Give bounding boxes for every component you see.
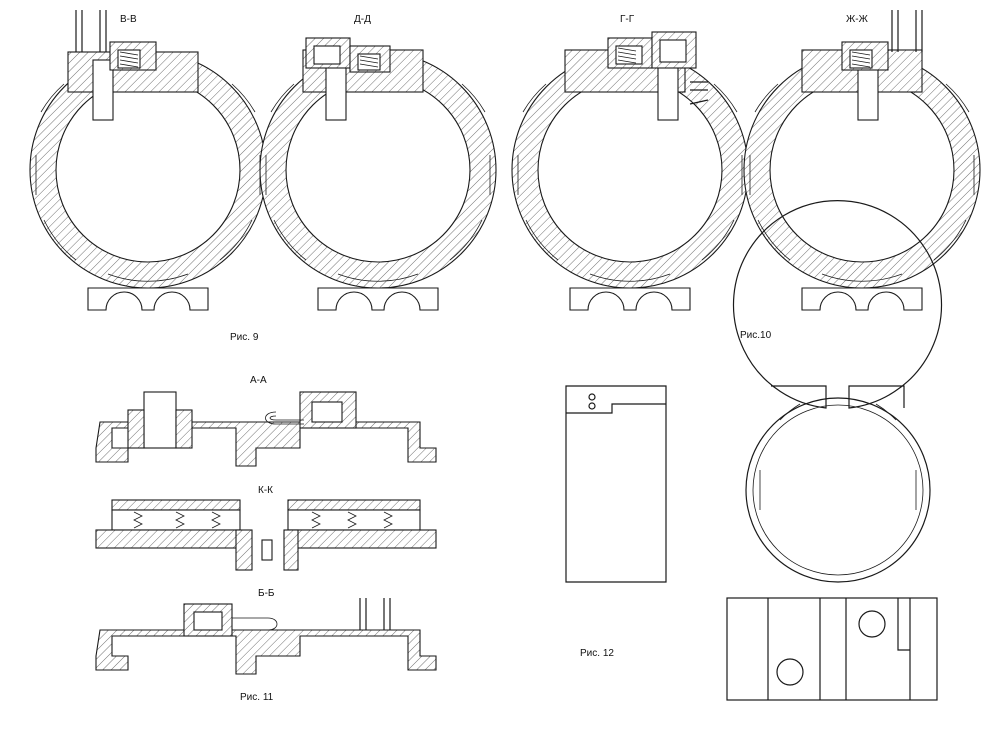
fig11-section-aa: [95, 391, 437, 467]
fig12-ring: [732, 200, 943, 583]
section-label-bb-fig11: Б-Б: [258, 588, 275, 599]
fig9-section-dd: [259, 37, 497, 311]
section-label-bb: В-В: [120, 14, 137, 25]
section-label-gg: Г-Г: [620, 14, 635, 25]
fig12-block: [726, 597, 938, 701]
fig10-section-gg: [511, 31, 749, 311]
caption-fig10: Рис.10: [740, 330, 772, 341]
section-label-zhzh: Ж-Ж: [846, 14, 869, 25]
fig9-section-bb: [29, 10, 267, 311]
section-label-aa: А-А: [250, 375, 267, 386]
fig10-section-zhzh: [743, 10, 981, 311]
fig11-section-bb: [95, 598, 437, 675]
fig11-section-kk: [95, 499, 437, 571]
fig12-plate: [565, 385, 667, 583]
section-label-dd: Д-Д: [354, 14, 371, 25]
caption-fig12: Рис. 12: [580, 648, 614, 659]
caption-fig9: Рис. 9: [230, 332, 259, 343]
section-label-kk: К-К: [258, 485, 273, 496]
caption-fig11: Рис. 11: [240, 692, 274, 703]
